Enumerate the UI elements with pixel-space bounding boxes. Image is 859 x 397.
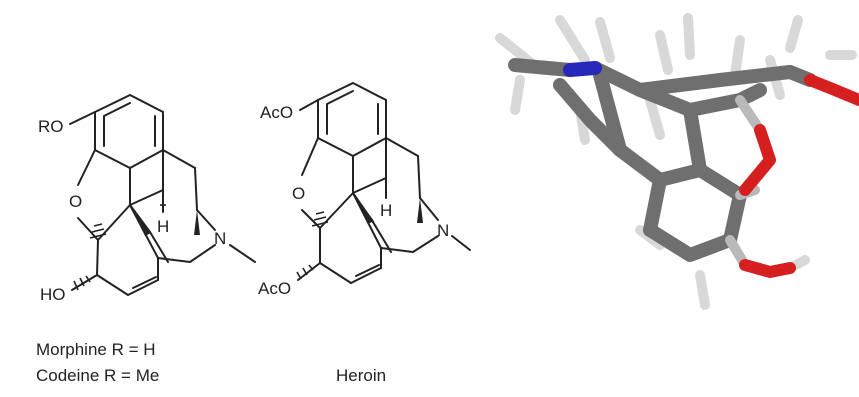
nitrogen-stick — [563, 61, 602, 77]
c-stick — [643, 223, 737, 262]
h-stick — [785, 15, 803, 53]
morphine-atom-labels: RO O H N HO — [38, 117, 226, 304]
c-stick — [508, 58, 577, 77]
c-highlight — [735, 95, 765, 135]
heroin-skeleton — [297, 81, 471, 284]
h-stick — [730, 35, 745, 80]
morphine-hash-bonds — [73, 204, 166, 291]
oxygen-label: O — [69, 192, 82, 211]
caption-morphine: Morphine R = H — [36, 340, 156, 359]
caption-codeine: Codeine R = Me — [36, 366, 160, 385]
c-stick — [633, 65, 797, 97]
morphine-codeine-skeleton — [69, 93, 256, 296]
nitrogen-label: N — [437, 221, 449, 240]
ro-label: RO — [38, 117, 64, 136]
oxygen-label: O — [292, 184, 305, 203]
h-stick — [555, 15, 590, 65]
h-stick — [595, 17, 615, 63]
heroin-stereo-wedges — [353, 193, 423, 224]
o-stick — [739, 259, 796, 278]
oxygen-sticks — [739, 74, 859, 278]
h-stick — [655, 30, 673, 75]
caption-heroin: Heroin — [336, 366, 387, 385]
aco-top-label: AcO — [260, 103, 293, 122]
hydrogen-label: H — [380, 201, 392, 220]
heroin-atom-labels: AcO O H N AcO — [258, 103, 449, 298]
h-stick — [683, 13, 695, 60]
h-stick — [645, 95, 665, 140]
h-stick — [495, 33, 535, 67]
c-stick — [653, 163, 747, 247]
o-stick — [739, 124, 776, 196]
morphine-stereo-wedges — [130, 205, 200, 236]
n-stick — [563, 61, 602, 77]
h-stick — [510, 75, 525, 115]
heroin-hash-bonds — [296, 211, 329, 280]
hydrogen-label: H — [157, 217, 169, 236]
o-stick — [804, 74, 859, 106]
h-stick — [695, 270, 710, 310]
c-stick — [593, 68, 627, 157]
nitrogen-label: N — [214, 229, 226, 248]
hydrogen-sticks — [495, 13, 857, 310]
c-stick — [613, 143, 667, 237]
aco-bottom-label: AcO — [258, 279, 291, 298]
c-stick — [553, 78, 627, 157]
ho-label: HO — [40, 285, 66, 304]
molecular-stick-model — [495, 13, 859, 310]
